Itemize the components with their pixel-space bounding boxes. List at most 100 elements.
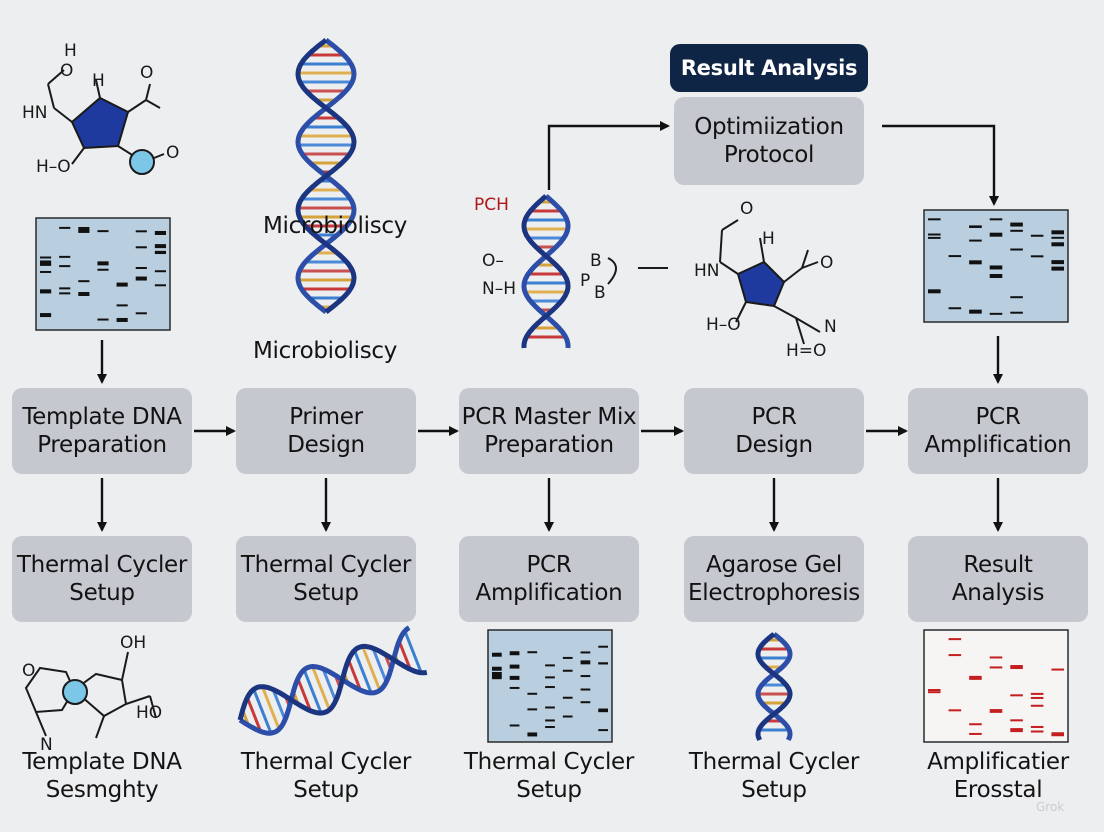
gel-band bbox=[1010, 665, 1023, 670]
gel-band bbox=[97, 261, 109, 266]
pcr-design-box: PCR Design bbox=[684, 388, 864, 474]
caption-amplificatier: Amplificatier Erosstal bbox=[927, 749, 1069, 803]
flow-arrow-12 bbox=[882, 124, 999, 206]
atom-label: H bbox=[762, 229, 775, 249]
gel-band bbox=[509, 664, 520, 669]
gel-band bbox=[580, 675, 591, 678]
gel-band bbox=[1030, 730, 1044, 733]
gel-band bbox=[1051, 236, 1064, 239]
gel-band bbox=[1010, 728, 1023, 733]
dna-helix-2 bbox=[521, 194, 571, 349]
gel-band bbox=[116, 304, 128, 307]
gel-band bbox=[1051, 266, 1064, 271]
dna-helix-3 bbox=[755, 632, 793, 742]
gel-band bbox=[59, 292, 71, 295]
gel-image-2 bbox=[923, 209, 1069, 323]
gel-band bbox=[989, 218, 1003, 221]
pcr-amplification-box: PCR Amplification bbox=[908, 388, 1088, 474]
gel-band bbox=[116, 317, 128, 322]
gel-band bbox=[78, 228, 90, 233]
dna-strand bbox=[237, 643, 428, 721]
gel-band bbox=[527, 651, 538, 654]
microbiology-label-bottom: Microbioliscy bbox=[252, 338, 398, 364]
gel-band bbox=[562, 696, 573, 699]
gel-band bbox=[1051, 668, 1064, 671]
gel-band bbox=[948, 709, 962, 712]
gel-band bbox=[989, 274, 1003, 279]
gel-band bbox=[598, 662, 608, 665]
caption-template-dna: Template DNA Sesmghty bbox=[22, 749, 182, 803]
gel-band bbox=[1010, 222, 1023, 227]
dna-base-pair bbox=[371, 647, 388, 683]
optimization-protocol-box: Optimiization Protocol bbox=[674, 97, 864, 185]
gel-band bbox=[1010, 719, 1023, 722]
gel-band bbox=[969, 723, 982, 726]
atom-label: H bbox=[64, 41, 77, 61]
gel-band bbox=[989, 710, 1003, 713]
gel-band bbox=[948, 307, 962, 310]
caption-thermal-cycler-3: Thermal Cycler Setup bbox=[688, 749, 860, 803]
gel-band bbox=[1030, 255, 1044, 258]
atom-label: O bbox=[140, 63, 154, 83]
watermark-label: Grok bbox=[1036, 800, 1065, 814]
atom-label: O– bbox=[482, 251, 504, 271]
dna-base-pair bbox=[302, 669, 323, 714]
gel-band bbox=[1030, 696, 1044, 699]
gel-band bbox=[598, 729, 608, 732]
gel-band bbox=[492, 671, 502, 674]
gel-band bbox=[492, 652, 502, 657]
molecule-structure-2 bbox=[719, 219, 821, 345]
molecule-group bbox=[24, 69, 821, 739]
dna-base-pair bbox=[321, 668, 338, 702]
atom-label: N bbox=[40, 735, 53, 755]
gel-band bbox=[97, 268, 109, 271]
atom-label: N–H bbox=[482, 279, 516, 299]
gel-band bbox=[59, 287, 71, 290]
primer-design-box: Primer Design bbox=[236, 388, 416, 474]
gel-band bbox=[969, 239, 982, 242]
thermal-cycler-setup-box-2: Thermal Cycler Setup bbox=[236, 536, 416, 622]
microbiology-label-top: Microbioliscy bbox=[262, 213, 408, 239]
atom-label: H–O bbox=[706, 315, 741, 335]
atom-label: P bbox=[580, 271, 591, 291]
gel-band bbox=[40, 270, 52, 273]
gel-band bbox=[1030, 725, 1044, 728]
gel-band bbox=[928, 689, 941, 692]
gel-band bbox=[545, 726, 555, 729]
gel-band bbox=[1010, 229, 1023, 232]
gel-band bbox=[989, 666, 1003, 669]
gel-band bbox=[1051, 230, 1064, 235]
gel-band bbox=[969, 225, 982, 228]
gel-band bbox=[1010, 248, 1023, 251]
dna-strand bbox=[521, 194, 571, 349]
gel-band bbox=[40, 313, 52, 318]
gel-band bbox=[545, 686, 555, 689]
gel-band bbox=[928, 218, 941, 221]
gel-band bbox=[989, 232, 1003, 237]
dna-base-pair bbox=[296, 678, 312, 712]
atom-label: H=O bbox=[786, 341, 827, 361]
atom-label: O bbox=[22, 661, 36, 681]
gel-band bbox=[97, 318, 109, 321]
gel-band bbox=[928, 233, 941, 236]
dna-strand bbox=[295, 38, 357, 314]
gel-band bbox=[509, 651, 520, 656]
gel-band bbox=[545, 706, 555, 709]
dna-base-pair bbox=[260, 686, 281, 730]
gel-band bbox=[562, 656, 573, 659]
pch-bracket-symbol bbox=[607, 257, 617, 285]
gel-band bbox=[135, 246, 147, 249]
gel-band bbox=[492, 675, 502, 680]
gel-band bbox=[948, 654, 962, 657]
gel-band bbox=[97, 230, 109, 233]
dna-base-pair bbox=[311, 666, 331, 711]
gel-band bbox=[59, 255, 71, 258]
gel-image-1 bbox=[35, 217, 171, 331]
dna-strand bbox=[238, 625, 411, 736]
gel-band bbox=[948, 638, 962, 641]
gel-band bbox=[969, 260, 982, 265]
gel-band bbox=[989, 312, 1003, 315]
gel-band bbox=[1010, 311, 1023, 314]
thermal-cycler-setup-box-1: Thermal Cycler Setup bbox=[12, 536, 192, 622]
